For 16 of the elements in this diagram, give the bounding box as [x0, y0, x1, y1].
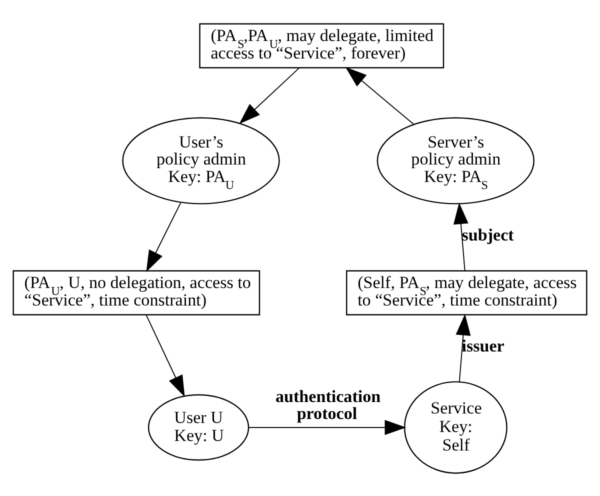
edge-label: subject [462, 225, 514, 244]
arrow [239, 67, 300, 124]
node-box: (PA$_{U}$, U, no delegation, access to “Service”, time constraint) [12, 270, 260, 315]
node-ellipse: User’s policy admin Key: PA$_{U}$ [122, 116, 280, 204]
arrow [456, 313, 471, 382]
node-ellipse: User U Key: U [148, 394, 250, 460]
arrow [453, 202, 468, 271]
arrow [248, 419, 406, 434]
arrow [345, 66, 414, 124]
arrow [146, 314, 185, 397]
node-box: (Self, PA$_{S}$, may delegate, access to “Service”, time constraint) [346, 270, 588, 315]
arrow [146, 202, 182, 272]
edge-label: authentication protocol [276, 386, 381, 423]
node-ellipse: Server’s policy admin Key: PA$_{S}$ [376, 116, 534, 204]
node-ellipse: Service Key: Self [404, 380, 508, 474]
node-box: (PA$_{S}$,PA$_{U}$, may delegate, limited access to “Service”, forever) [199, 22, 444, 68]
